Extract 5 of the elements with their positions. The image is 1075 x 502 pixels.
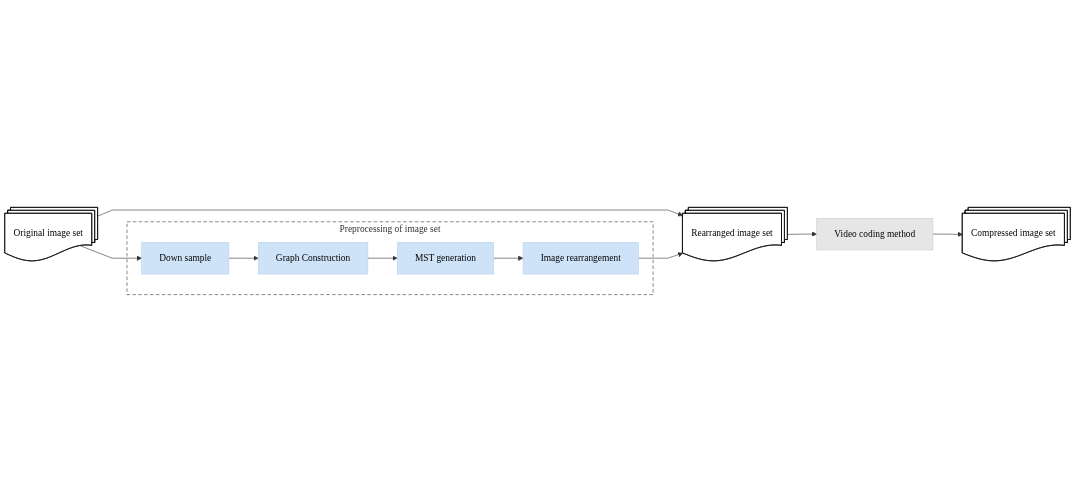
node-box: Image rearrangement: [522, 242, 639, 275]
node-box: MST generation: [396, 242, 494, 275]
node-box: Graph Construction: [257, 242, 369, 275]
node-box: Video coding method: [816, 217, 934, 251]
node-box: Down sample: [141, 242, 230, 275]
